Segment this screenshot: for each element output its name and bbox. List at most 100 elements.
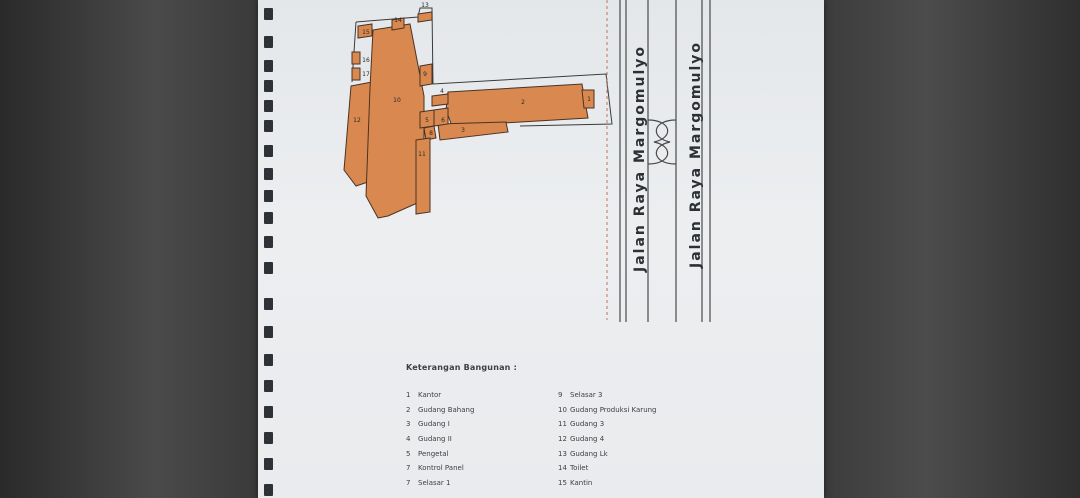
building-number: 4 xyxy=(440,88,444,95)
legend-item: 4 Gudang II xyxy=(406,432,558,447)
building-10 xyxy=(365,23,425,219)
binding-hole xyxy=(264,212,273,224)
binding-hole xyxy=(264,298,273,310)
binding-hole xyxy=(264,145,273,157)
binding-hole xyxy=(264,380,273,392)
legend-item-number: 9 xyxy=(558,391,563,399)
building-number: 9 xyxy=(423,71,427,78)
legend-item-number: 15 xyxy=(558,479,567,488)
building-16 xyxy=(351,51,361,65)
legend-item-label: Kontrol Panel xyxy=(418,464,464,473)
legend-item-number: 14 xyxy=(558,464,567,473)
building-number: 16 xyxy=(362,57,370,64)
legend-column-left: 1 Kantor 2 Gudang Bahang 3 Gudang I 4 Gudang… xyxy=(406,388,558,491)
legend-item-number: 13 xyxy=(558,449,567,458)
building-6 xyxy=(433,107,449,127)
legend-item-label: Kantin xyxy=(570,479,593,488)
legend-item-label: Gudang I xyxy=(418,420,450,429)
building-1 xyxy=(581,89,595,109)
legend-item: 1 Kantor xyxy=(406,388,558,403)
building-number: 14 xyxy=(394,17,402,24)
legend-item: 7 Kontrol Panel xyxy=(406,461,558,476)
binding-hole xyxy=(264,120,273,132)
legend-item-label: Gudang Lk xyxy=(570,449,608,458)
binding-hole xyxy=(264,236,273,248)
binding-hole xyxy=(264,60,273,72)
background-right xyxy=(824,0,1080,498)
binding-hole xyxy=(264,458,273,470)
paper-sheet xyxy=(258,0,824,498)
building-number: 11 xyxy=(418,151,426,158)
building-number: 3 xyxy=(461,127,465,134)
buildings xyxy=(343,11,595,219)
legend-item-label: Gudang II xyxy=(418,435,452,444)
legend-item: 5 Pengetal xyxy=(406,447,558,462)
building-number: 10 xyxy=(393,97,401,104)
building-number: 5 xyxy=(425,117,429,124)
building-number: 8 xyxy=(429,130,433,137)
legend-item-number: 7 xyxy=(406,479,411,488)
legend-item-label: Pengetal xyxy=(418,449,449,458)
building-12 xyxy=(343,81,373,187)
building-number: 6 xyxy=(441,117,445,124)
legend-item-number: 3 xyxy=(406,420,411,429)
binding-hole xyxy=(264,484,273,496)
binding-hole xyxy=(264,100,273,112)
building-8 xyxy=(423,125,437,141)
legend-item-number: 11 xyxy=(558,420,567,429)
legend-item-label: Toilet xyxy=(570,464,589,473)
building-17 xyxy=(351,67,361,81)
building-4 xyxy=(431,93,449,107)
building-13 xyxy=(417,11,433,23)
building-number: 2 xyxy=(521,99,525,106)
building-number: 13 xyxy=(421,2,429,9)
legend-title: Keterangan Bangunan : xyxy=(406,363,517,372)
building-14 xyxy=(391,17,405,31)
building-legend: Keterangan Bangunan : 1 Kantor 2 Gudang Ba… xyxy=(406,363,736,491)
building-11 xyxy=(415,137,431,215)
legend-item-number: 5 xyxy=(406,449,411,458)
binding-hole xyxy=(264,406,273,418)
legend-item-number: 10 xyxy=(558,405,567,414)
legend-item-label: Gudang 3 xyxy=(570,420,605,429)
legend-item-label: Gudang Bahang xyxy=(418,405,475,414)
legend-item: 2 Gudang Bahang xyxy=(406,403,558,418)
legend-item-label: Gudang 4 xyxy=(570,435,605,444)
building-number: 17 xyxy=(362,71,370,78)
building-15 xyxy=(357,23,373,39)
binding-hole xyxy=(264,354,273,366)
site-plan: 1 2 3 4 5 6 8 9 10 11 12 13 14 15 16 17 xyxy=(343,0,711,322)
legend-item-number: 12 xyxy=(558,435,567,444)
legend-item-number: 1 xyxy=(406,391,411,399)
legend-item-number: 4 xyxy=(406,435,411,444)
building-2 xyxy=(445,83,589,127)
building-9 xyxy=(419,63,433,87)
legend-item-label: Selasar 1 xyxy=(418,479,451,488)
street-name-right: Jalan Raya Margomulyo xyxy=(688,40,704,268)
legend-item-number: 2 xyxy=(406,405,411,414)
building-number: 15 xyxy=(362,29,370,36)
binding-hole xyxy=(264,80,273,92)
binding-hole xyxy=(264,326,273,338)
building-3 xyxy=(437,121,509,141)
binding-hole xyxy=(264,432,273,444)
binding-holes xyxy=(264,0,276,498)
binding-hole xyxy=(264,168,273,180)
road xyxy=(606,0,711,322)
binding-hole xyxy=(264,262,273,274)
street-name-left: Jalan Raya Margomulyo xyxy=(632,44,648,272)
legend-item-label: Gudang Produksi Karung xyxy=(570,405,657,414)
background-left xyxy=(0,0,258,498)
binding-hole xyxy=(264,190,273,202)
building-number: 1 xyxy=(587,96,591,103)
building-number: 12 xyxy=(353,117,361,124)
legend-item: 7 Selasar 1 xyxy=(406,476,558,491)
legend-item-label: Kantor xyxy=(418,391,442,399)
legend-item-number: 7 xyxy=(406,464,411,473)
